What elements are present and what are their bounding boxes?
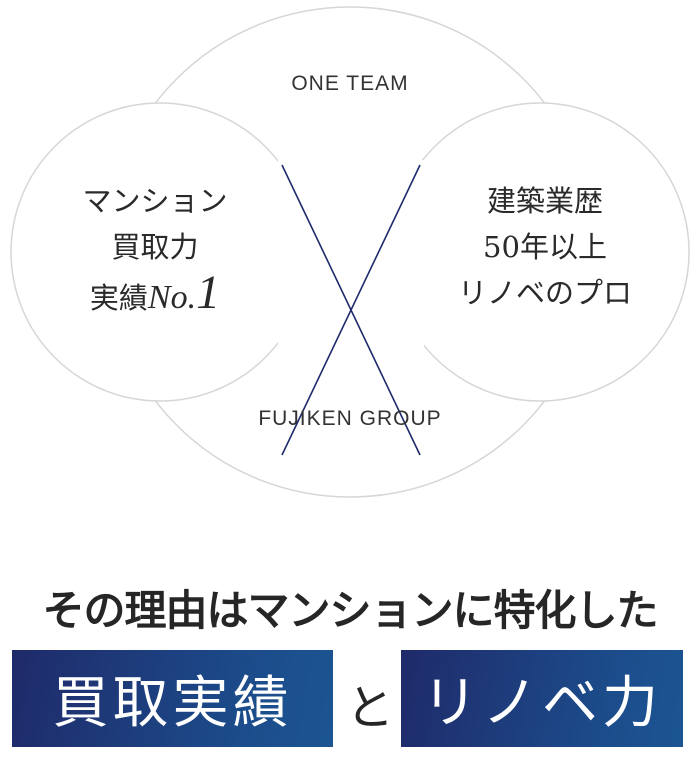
fujiken-group-label: FUJIKEN GROUP (258, 407, 442, 430)
right-circle-text: 建築業歴 50年以上 リノベのプロ (430, 178, 660, 316)
left-line-2: 買取力 (111, 230, 199, 264)
left-line-3: 実績No.1 (40, 269, 270, 321)
left-circle-text: マンション 買取力 実績No.1 (40, 178, 270, 321)
left-line-3-prefix: 実績 (89, 281, 148, 315)
highlight-box-right: リノベ力 (401, 650, 683, 747)
right-line-1: 建築業歴 (486, 184, 603, 218)
headline: その理由はマンションに特化した (42, 586, 658, 635)
right-line-3: リノベのプロ (457, 276, 632, 310)
cross-line-2 (281, 164, 421, 456)
right-line-2: 50年以上 (483, 230, 607, 264)
no-number: 1 (196, 266, 221, 319)
no-label: No. (147, 279, 197, 316)
highlight-box-left: 買取実績 (12, 650, 333, 747)
connector-text: と (345, 680, 394, 736)
left-line-1: マンション (82, 184, 228, 218)
one-team-label: ONE TEAM (291, 72, 409, 95)
venn-diagram (10, 6, 690, 498)
